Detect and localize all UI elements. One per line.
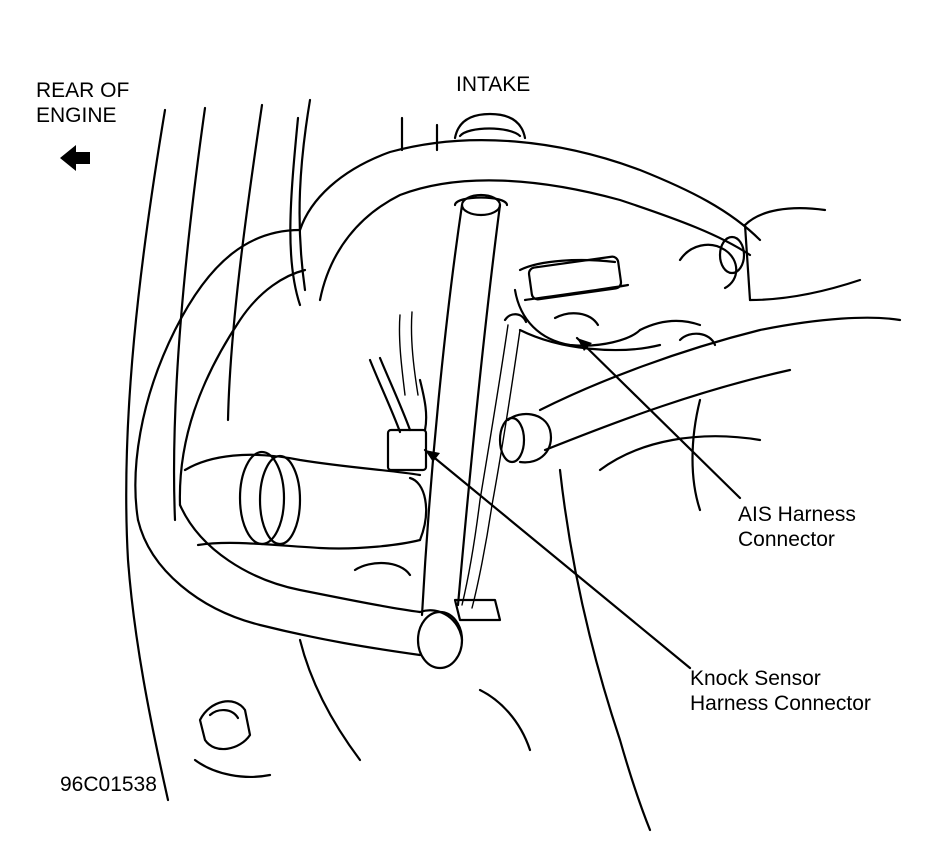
knock-connector-label: Knock Sensor Harness Connector [690,666,871,716]
knock-connector-line1: Knock Sensor [690,667,821,690]
ais-connector-line2: Connector [738,528,835,551]
lower-hose [183,450,428,550]
left-panel-lines [125,98,312,802]
ais-connector-label: AIS Harness Connector [738,502,856,552]
lower-engine-parts [193,561,532,778]
main-hose [134,139,762,670]
bolt-lower-right [498,412,553,464]
fitting-top-right [678,207,862,302]
intake-label: INTAKE [456,73,531,96]
rear-of-engine-label: REAR OF ENGINE [36,78,129,128]
rear-of-engine-line1: REAR OF [36,79,130,102]
arrow-left-icon [60,145,90,171]
ais-motor [513,255,662,352]
knock-connector-line2: Harness Connector [690,692,871,715]
vertical-pipe [420,193,509,617]
wiring-harness [398,311,528,609]
right-body-lines [538,316,902,832]
figure-number: 96C01538 [60,773,157,796]
leader-lines [423,336,742,670]
knock-sensor-connector [368,356,428,472]
intake-neck [400,112,527,152]
rear-of-engine-line2: ENGINE [36,104,117,127]
ais-connector-line1: AIS Harness [738,503,856,526]
